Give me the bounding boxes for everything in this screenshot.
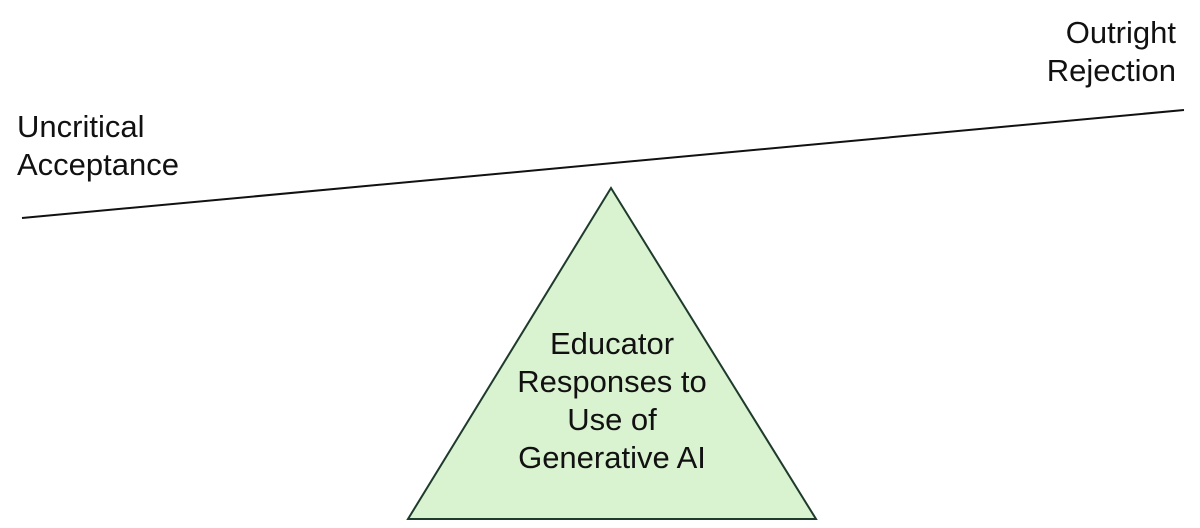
right-label-line-1: Outright <box>1065 15 1176 50</box>
right-label-line-2: Rejection <box>1046 53 1176 88</box>
fulcrum-triangle <box>406 186 818 520</box>
fulcrum-label-line-3: Use of <box>567 402 657 437</box>
fulcrum-label-line-4: Generative AI <box>518 440 706 475</box>
fulcrum-label-line-2: Responses to <box>517 364 707 399</box>
fulcrum-label-line-1: Educator <box>549 326 675 361</box>
fulcrum-label: Educator Responses to Use of Generative … <box>462 325 762 477</box>
uncritical-acceptance-label: Uncritical Acceptance <box>17 108 179 184</box>
outright-rejection-label: Outright Rejection <box>1047 14 1176 90</box>
left-label-line-1: Uncritical <box>17 109 145 144</box>
left-label-line-2: Acceptance <box>17 147 179 182</box>
balance-beam <box>21 109 1185 219</box>
